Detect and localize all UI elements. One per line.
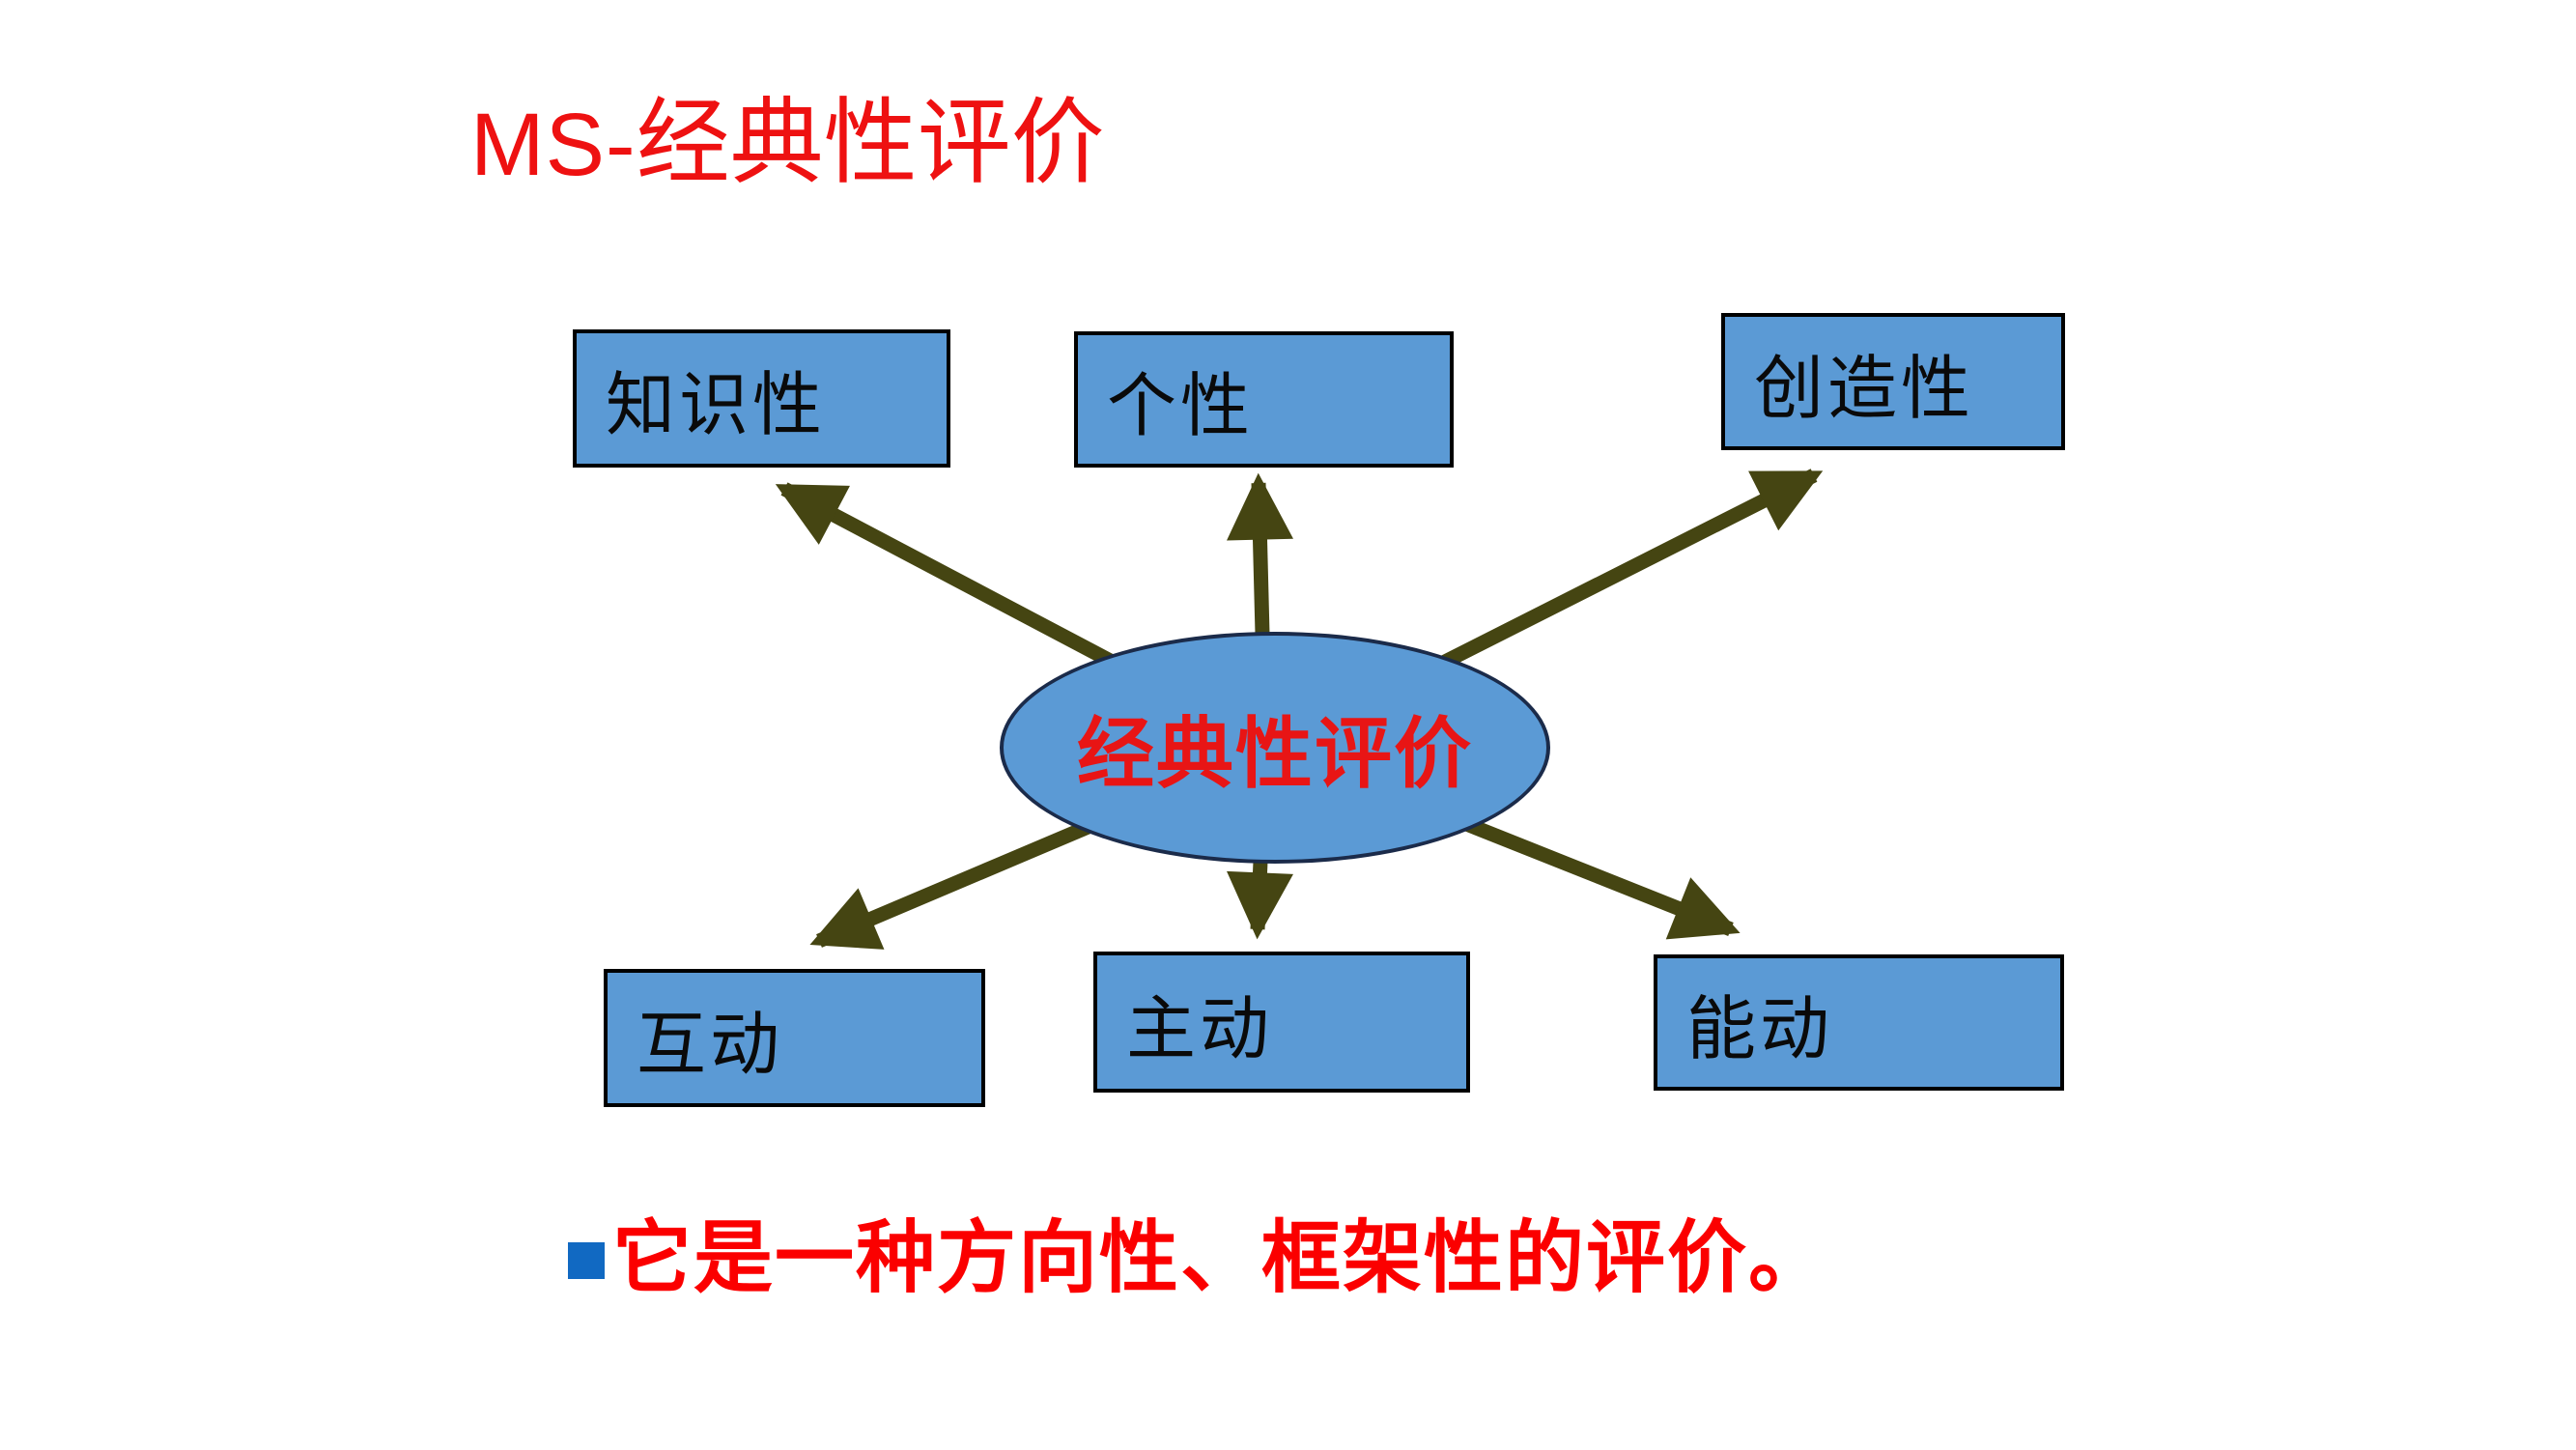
center-ellipse: 经典性评价 [1000, 632, 1550, 864]
bullet-square-icon [568, 1242, 605, 1279]
node-gexing: 个性 [1074, 331, 1454, 468]
slide-title: MS-经典性评价 [470, 90, 1105, 225]
node-nengdong: 能动 [1654, 954, 2064, 1091]
footnote-text: 它是一种方向性、框架性的评价。 [612, 1214, 1830, 1302]
slide-title-prefix: MS- [470, 96, 637, 194]
node-zhishixing: 知识性 [573, 329, 950, 468]
node-chuangzaoxing-label: 创造性 [1754, 350, 1975, 428]
node-zhudong-label: 主动 [1126, 990, 1274, 1068]
node-hudong: 互动 [604, 969, 985, 1107]
node-nengdong-label: 能动 [1686, 991, 1834, 1068]
center-ellipse-label: 经典性评价 [1077, 713, 1473, 798]
node-hudong-label: 互动 [637, 1007, 784, 1084]
node-gexing-label: 个性 [1107, 368, 1255, 445]
footnote: 它是一种方向性、框架性的评价。 [568, 1214, 1830, 1302]
node-zhudong: 主动 [1093, 952, 1470, 1093]
node-zhishixing-label: 知识性 [606, 367, 827, 444]
node-chuangzaoxing: 创造性 [1721, 313, 2065, 450]
slide-title-text: 经典性评价 [636, 92, 1105, 195]
